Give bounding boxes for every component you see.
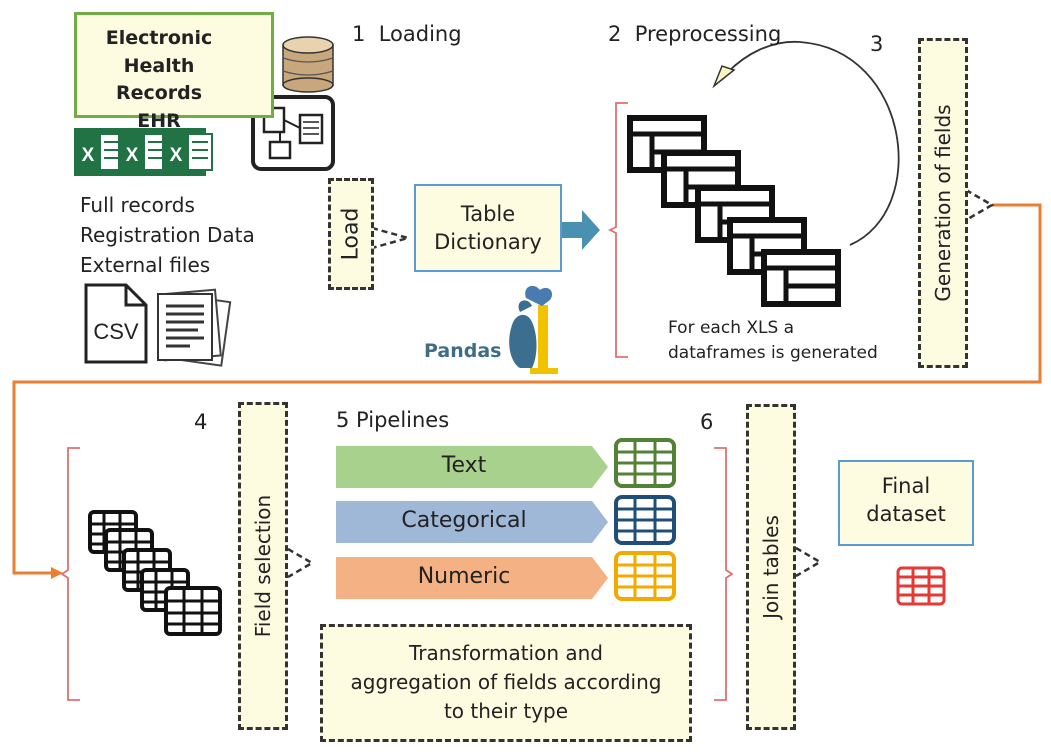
- step-1-label: 1 Loading: [352, 22, 462, 46]
- pipeline-arrow-text: [336, 446, 608, 488]
- table-dictionary-line-1: Table: [460, 202, 516, 226]
- dataframe-stack: [627, 115, 841, 307]
- step-5-label: 5 Pipelines: [336, 408, 450, 432]
- excel-letter: X: [82, 145, 95, 166]
- ehr-line-3: EHR: [137, 109, 181, 132]
- dataframes-note-line-2: dataframes is generated: [668, 342, 878, 363]
- pipeline-arrow-numeric: [336, 557, 608, 599]
- table-dictionary-box: Table Dictionary: [414, 184, 562, 272]
- dataframes-note: For each XLS a dataframes is generated: [668, 316, 878, 365]
- step-6-label: 6: [700, 410, 714, 434]
- source-external-files: External files: [80, 253, 211, 277]
- final-table-icon: [896, 566, 946, 606]
- source-registration-data: Registration Data: [80, 223, 255, 247]
- table-stack: [88, 510, 222, 636]
- documents-icon: [157, 288, 232, 367]
- load-box: Load: [328, 178, 374, 290]
- excel-file-icon: X: [118, 128, 169, 176]
- step-3-label: 3: [870, 32, 884, 56]
- transformation-box: Transformation and aggregation of fields…: [320, 624, 692, 742]
- table-icon: [614, 495, 676, 545]
- load-pointer: [371, 226, 413, 250]
- field-selection-box: Field selection: [238, 402, 288, 730]
- table-dictionary-line-2: Dictionary: [434, 230, 542, 255]
- excel-file-icon: X: [162, 128, 213, 176]
- pipeline-label-numeric: Numeric: [417, 564, 511, 589]
- final-dataset-line-2: dataset: [866, 502, 946, 527]
- transformation-line-2: aggregation of fields according: [350, 670, 662, 694]
- step-4-label: 4: [194, 410, 208, 434]
- loop-arrow: [727, 40, 900, 246]
- pipeline-arrow-categorical: [336, 501, 608, 543]
- excel-letter: X: [170, 145, 183, 166]
- join-tables-label: Join tables: [759, 515, 783, 619]
- source-full-records: Full records: [80, 193, 195, 217]
- dataframes-note-line-1: For each XLS a: [668, 318, 795, 338]
- generation-pointer: [965, 188, 995, 222]
- loop-arrow-head: [712, 65, 736, 89]
- pandas-label: Pandas: [424, 340, 502, 362]
- ehr-box: Electronic Health Records EHR: [74, 12, 274, 132]
- orange-connector-line: [12, 203, 1042, 579]
- pipeline-label-categorical: Categorical: [401, 508, 527, 533]
- pipeline-label-text: Text: [441, 453, 487, 478]
- ehr-line-2: Records: [115, 82, 203, 105]
- generation-of-fields-box: Generation of fields: [918, 38, 968, 368]
- excel-file-icon: X: [74, 128, 125, 176]
- pandas-logo: [509, 285, 558, 374]
- join-tables-box: Join tables: [746, 404, 796, 730]
- brace-stage-4: [60, 447, 80, 701]
- brace-stage-2: [607, 102, 628, 358]
- source-list: Full records Registration Data External …: [80, 190, 255, 280]
- step-2-label: 2 Preprocessing: [608, 22, 782, 46]
- generation-of-fields-label: Generation of fields: [931, 104, 955, 302]
- final-dataset-box: Final dataset: [838, 460, 974, 546]
- dataframe-icon: [761, 249, 841, 307]
- table-icon: [164, 586, 222, 636]
- blue-arrow: [562, 210, 600, 250]
- table-icon: [614, 551, 676, 601]
- database-icon: [282, 36, 334, 93]
- ehr-line-1: Electronic Health: [105, 27, 213, 77]
- field-selection-label: Field selection: [251, 494, 275, 638]
- excel-letter: X: [126, 145, 139, 166]
- brace-stage-6: [714, 447, 734, 701]
- transformation-line-1: Transformation and: [408, 641, 604, 665]
- transformation-line-3: to their type: [443, 699, 569, 723]
- csv-file-icon: CSV: [84, 283, 148, 364]
- csv-label: CSV: [93, 319, 139, 344]
- join-pointer: [795, 546, 823, 578]
- final-dataset-line-1: Final: [881, 474, 931, 498]
- load-label: Load: [338, 207, 364, 261]
- field-selection-pointer: [287, 547, 315, 579]
- table-icon: [614, 438, 676, 488]
